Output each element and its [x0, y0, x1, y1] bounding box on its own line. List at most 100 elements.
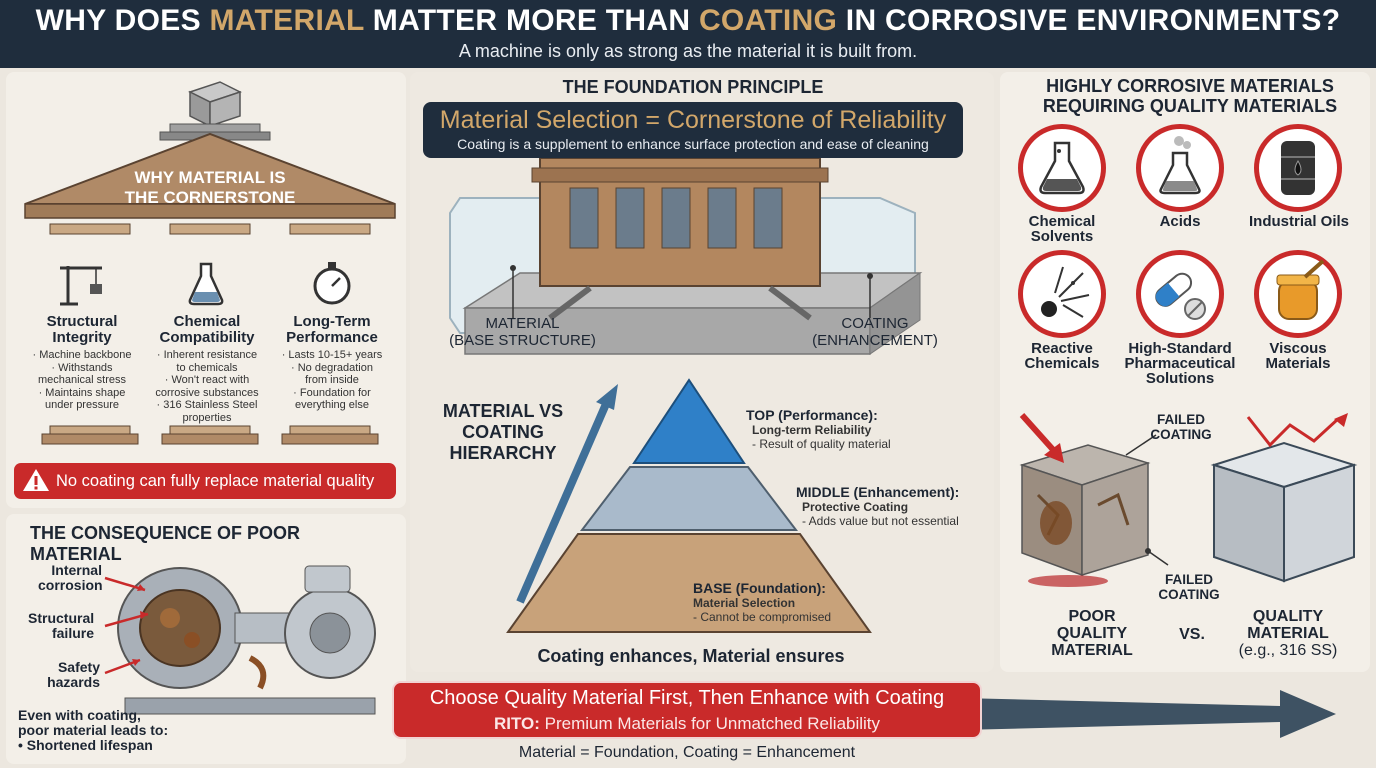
- level-description: - Cannot be compromised: [693, 610, 832, 624]
- pillar-bullet: mechanical stress: [37, 374, 127, 386]
- flask-bubbles-icon: [1039, 141, 1085, 195]
- viscous-materials-label: Viscous Materials: [1244, 341, 1352, 371]
- explosion-icon: [1041, 266, 1090, 318]
- pillar-bullet: under pressure: [45, 399, 119, 411]
- pharmaceutical-badge: [1136, 250, 1224, 338]
- building-window: [569, 187, 599, 249]
- title-part: IN CORROSIVE ENVIRONMENTS?: [837, 4, 1341, 37]
- pyramid-base: [506, 533, 872, 633]
- poor-label-line: MATERIAL: [1051, 642, 1133, 659]
- cta-subtitle: RITO: Premium Materials for Unmatched Re…: [392, 714, 982, 734]
- acid-flask-icon: [1159, 136, 1201, 195]
- cta-title: Choose Quality Material First, Then Enha…: [429, 687, 945, 709]
- level-middle-label: MIDDLE (Enhancement): Protective Coating…: [796, 484, 986, 528]
- item-label-line: Solvents: [1030, 228, 1094, 245]
- stopwatch-icon: [313, 262, 351, 305]
- pillar-bullet: everything else: [295, 399, 369, 411]
- page-subtitle: A machine is only as strong as the mater…: [458, 41, 918, 61]
- level-title: TOP (Performance):: [746, 407, 878, 423]
- banner-subtitle: Coating is a supplement to enhance surfa…: [457, 136, 929, 152]
- consequence-text-line: Even with coating,: [18, 707, 141, 723]
- building-window: [615, 187, 645, 249]
- viscous-materials-badge: [1254, 250, 1342, 338]
- chemical-solvents-badge: [1018, 124, 1106, 212]
- title-part: WHY DOES: [35, 4, 210, 37]
- rising-arrow-head: [596, 384, 618, 410]
- pillar-bullet: · 316 Stainless Steel: [156, 399, 258, 411]
- warning-banner: [14, 463, 396, 499]
- pillar-base: [169, 425, 251, 435]
- hierarchy-title-line: MATERIAL VS: [442, 401, 564, 421]
- material-label-line: (BASE STRUCTURE): [449, 332, 596, 349]
- cta-banner: [392, 681, 982, 739]
- pillar-bullet: · Inherent resistance: [156, 349, 258, 361]
- callout-line: Structural: [28, 610, 95, 626]
- level-description: - Adds value but not essential: [802, 514, 959, 528]
- industrial-oils-badge: [1254, 124, 1342, 212]
- principle-banner: [423, 102, 963, 158]
- material-label: MATERIAL (BASE STRUCTURE): [440, 315, 605, 349]
- foundation-illustration: [449, 158, 923, 355]
- coating-label-line: COATING: [841, 315, 909, 332]
- reactive-chemicals-badge: [1018, 250, 1106, 338]
- banner-title: Material Selection = Cornerstone of Reli…: [439, 106, 947, 134]
- building-window: [707, 187, 737, 249]
- pillar-structural: Structural Integrity · Machine backbone …: [22, 314, 142, 412]
- acids-label: Acids: [1159, 213, 1201, 230]
- item-label-line: Reactive: [1031, 340, 1093, 357]
- consequence-title: THE CONSEQUENCE OF POOR MATERIAL: [30, 523, 301, 564]
- pills-icon: [1155, 272, 1206, 320]
- item-label-line: Materials: [1265, 355, 1331, 372]
- chemical-solvents-label: Chemical Solvents: [1008, 214, 1116, 244]
- crane-icon: [60, 266, 102, 306]
- callout-line: failure: [51, 625, 94, 641]
- title-part: MATTER MORE THAN: [364, 4, 699, 37]
- material-label-line: MATERIAL: [485, 315, 560, 332]
- failed-label-line: FAILED: [1164, 572, 1213, 587]
- callout-line: corrosion: [38, 577, 103, 593]
- pyramid-middle: [579, 466, 799, 531]
- poor-cube-right: [1081, 461, 1149, 577]
- page-title: WHY DOES MATERIAL MATTER MORE THAN COATI…: [0, 4, 1376, 38]
- hierarchy-title-line: COATING: [462, 422, 544, 442]
- item-label-line: Viscous: [1269, 340, 1327, 357]
- level-title: BASE (Foundation):: [693, 580, 826, 596]
- level-subtitle: Material Selection: [693, 596, 796, 610]
- pillar-base: [161, 433, 259, 445]
- level-top-label: TOP (Performance): Long-term Reliability…: [746, 407, 946, 451]
- consequence-text-line: poor material leads to:: [18, 722, 169, 738]
- cta-brand: RITO:: [493, 714, 540, 733]
- entablature: [24, 203, 396, 219]
- building-window: [661, 187, 691, 249]
- coating-label: COATING (ENHANCEMENT): [795, 315, 955, 349]
- industrial-oils-label: Industrial Oils: [1248, 213, 1350, 230]
- quality-label-line: MATERIAL: [1247, 625, 1329, 642]
- concrete-side: [869, 272, 921, 355]
- pediment-title-line: WHY MATERIAL IS: [134, 168, 286, 187]
- cornerstone-block-right: [209, 90, 241, 128]
- level-description: - Result of quality material: [752, 437, 891, 451]
- title-accent: COATING: [698, 4, 838, 37]
- pillar-base: [49, 425, 131, 435]
- failed-coating-bottom-label: FAILED COATING: [1154, 572, 1224, 602]
- oil-barrel-icon: [1281, 141, 1315, 195]
- pillar-base: [289, 425, 371, 435]
- consequence-bullet: • Shortened lifespan: [18, 737, 153, 753]
- pump-base: [124, 697, 376, 715]
- right-arrow-shape: [960, 690, 1336, 738]
- pillar-base: [281, 433, 379, 445]
- pillar-bullet: · Machine backbone: [32, 349, 132, 361]
- temple-illustration: [24, 81, 396, 445]
- pump-outlet: [304, 565, 351, 593]
- pillar-title: Long-Term: [293, 313, 371, 330]
- pillar-title: Performance: [286, 329, 378, 346]
- vs-label: VS.: [1179, 626, 1205, 643]
- level-subtitle: Protective Coating: [802, 500, 909, 514]
- callout-line: Safety: [57, 659, 100, 675]
- pyramid-caption: Coating enhances, Material ensures: [537, 646, 845, 666]
- hierarchy-title-line: HIERARCHY: [449, 443, 557, 463]
- pyramid-top: [632, 378, 746, 464]
- capital: [49, 223, 131, 235]
- principle-title: THE FOUNDATION PRINCIPLE: [562, 77, 824, 97]
- pediment-title-line: THE CORNERSTONE: [124, 188, 296, 207]
